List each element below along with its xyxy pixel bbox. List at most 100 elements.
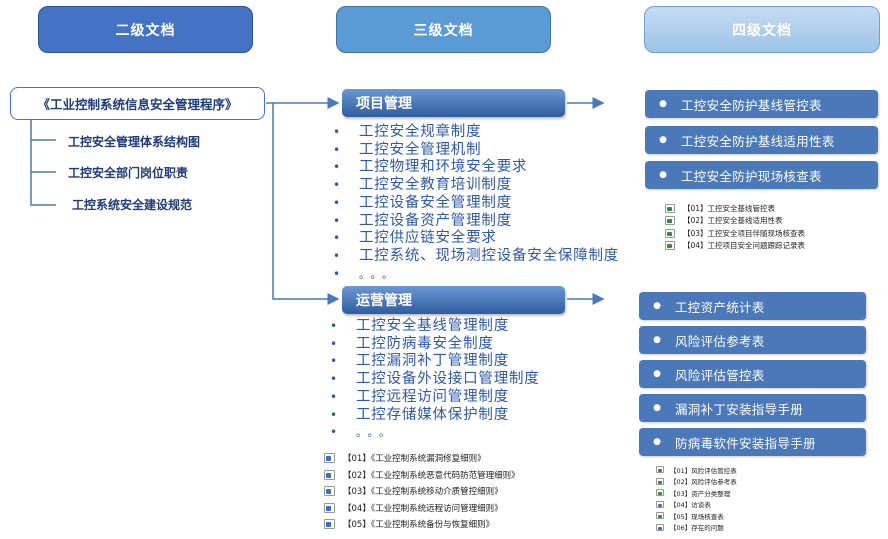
word-doc-icon [656, 500, 664, 508]
bullet-icon: ● [659, 135, 667, 145]
procedure-box[interactable]: 《工业控制系统信息安全管理程序》 [10, 87, 265, 120]
file-item[interactable]: 【04】工控项目安全问题跟踪记录表 [665, 240, 805, 253]
file-label: 【01】工控安全基线管控表 [683, 203, 776, 213]
list-item: 工控存储媒体保护制度 [330, 407, 540, 425]
project-management-list: 工控安全规章制度 工控安全管理机制 工控物理和环境安全要求 工控安全教育培训制度… [333, 124, 619, 283]
excel-sheet-icon [656, 477, 664, 485]
list-item: 工控安全管理机制 [333, 142, 619, 160]
level4-project-box[interactable]: ● 工控安全防护基线管控表 [645, 90, 878, 118]
box-label: 工控安全防护现场核查表 [681, 168, 822, 184]
bullet-icon: ● [659, 170, 667, 180]
list-item-ellipsis: 。。。 [333, 266, 619, 284]
list-item: 工控安全基线管理制度 [330, 318, 540, 336]
file-item[interactable]: 【04】访谈表 [656, 499, 737, 511]
file-label: 【04】《工业控制系统远程访问管理细则》 [343, 503, 503, 514]
level4-operations-box[interactable]: ● 风险评估参考表 [639, 326, 866, 354]
box-label: 工控安全防护基线适用性表 [681, 133, 835, 149]
bullet-icon: ● [653, 369, 661, 379]
box-label: 风险评估参考表 [675, 333, 765, 349]
level4-project-box[interactable]: ● 工控安全防护现场核查表 [645, 161, 878, 189]
level4-operations-box[interactable]: ●漏洞补丁安装指导手册 [639, 394, 866, 422]
level4-operations-box[interactable]: ● 工控资产统计表 [639, 292, 866, 320]
word-doc-icon [324, 469, 335, 480]
file-label: 【05】现场核查表 [670, 512, 724, 521]
box-label: 防病毒软件安装指导手册 [675, 435, 816, 451]
file-label: 【01】风险评估管控表 [670, 466, 737, 475]
box-label: 工控资产统计表 [675, 299, 765, 315]
file-item[interactable]: 【01】风险评估管控表 [656, 464, 737, 476]
file-item[interactable]: 【03】资产分类整理 [656, 487, 737, 499]
list-item: 工控设备外设接口管理制度 [330, 371, 540, 389]
file-item[interactable]: 【06】存在的问题 [656, 522, 737, 534]
file-item[interactable]: 【03】工控安全项目伴随现场核查表 [665, 227, 805, 240]
list-item: 工控漏洞补丁管理制度 [330, 353, 540, 371]
bullet-icon: ● [653, 437, 661, 447]
list-item: 工控物理和环境安全要求 [333, 159, 619, 177]
level4-project-box[interactable]: ● 工控安全防护基线适用性表 [645, 126, 878, 154]
file-label: 【01】《工业控制系统漏洞修复细则》 [343, 454, 486, 465]
file-label: 【03】工控安全项目伴随现场核查表 [683, 228, 806, 238]
list-item: 工控安全教育培训制度 [333, 177, 619, 195]
word-doc-icon [324, 519, 335, 530]
file-label: 【03】资产分类整理 [670, 489, 731, 498]
file-item[interactable]: 【02】风险评估参考表 [656, 476, 737, 488]
bullet-icon: ● [653, 301, 661, 311]
file-label: 【03】《工业控制系统移动介质管控细则》 [343, 487, 503, 498]
level2-sub-item[interactable]: 工控安全部门岗位职责 [68, 166, 189, 180]
level3-file-list: 【01】《工业控制系统漏洞修复细则》 【02】《工业控制系统恶意代码防范管理细则… [324, 450, 520, 533]
word-doc-icon [656, 523, 664, 531]
bullet-icon: ● [653, 335, 661, 345]
box-label: 工控安全防护基线管控表 [681, 97, 822, 113]
file-label: 【04】访谈表 [670, 501, 711, 510]
operations-management-header[interactable]: 运营管理 [342, 286, 565, 314]
file-item[interactable]: 【05】《工业控制系统备份与恢复细则》 [324, 516, 520, 533]
tree-line [30, 120, 56, 206]
level4-operations-box[interactable]: ● 防病毒软件安装指导手册 [639, 428, 866, 456]
operations-management-list: 工控安全基线管理制度 工控防病毒安全制度 工控漏洞补丁管理制度 工控设备外设接口… [330, 318, 540, 442]
file-item[interactable]: 【01】《工业控制系统漏洞修复细则》 [324, 450, 520, 467]
project-management-title: 项目管理 [356, 96, 412, 112]
file-item[interactable]: 【03】《工业控制系统移动介质管控细则》 [324, 483, 520, 500]
box-label: 漏洞补丁安装指导手册 [675, 401, 804, 417]
word-doc-icon [324, 453, 335, 464]
list-item: 工控设备安全管理制度 [333, 195, 619, 213]
operations-management-title: 运营管理 [356, 293, 412, 309]
word-doc-icon [324, 486, 335, 497]
list-item: 工控安全规章制度 [333, 124, 619, 142]
arrow-to-operations [272, 103, 340, 305]
excel-sheet-icon [665, 228, 675, 238]
file-label: 【02】《工业控制系统恶意代码防范管理细则》 [343, 470, 520, 481]
level3-header: 三级文档 [336, 6, 551, 53]
level4-operations-file-list: 【01】风险评估管控表 【02】风险评估参考表 【03】资产分类整理 【04】访… [656, 464, 737, 533]
level4-project-file-list: 【01】工控安全基线管控表 【02】工控安全基线适用性表 【03】工控安全项目伴… [665, 202, 805, 252]
level4-operations-box[interactable]: ● 风险评估管控表 [639, 360, 866, 388]
bullet-icon: ● [659, 99, 667, 109]
level2-sub-item[interactable]: 工控系统安全建设规范 [72, 198, 193, 212]
procedure-label: 《工业控制系统信息安全管理程序》 [37, 97, 238, 112]
level2-sub-item[interactable]: 工控安全管理体系结构图 [68, 135, 201, 149]
level4-header-label: 四级文档 [732, 22, 792, 39]
file-item[interactable]: 【01】工控安全基线管控表 [665, 202, 805, 215]
file-item[interactable]: 【05】现场核查表 [656, 510, 737, 522]
list-item: 工控防病毒安全制度 [330, 336, 540, 354]
level4-header: 四级文档 [644, 6, 880, 53]
level2-header-label: 二级文档 [115, 22, 176, 39]
project-management-header[interactable]: 项目管理 [342, 89, 565, 117]
file-label: 【02】工控安全基线适用性表 [683, 216, 783, 226]
excel-sheet-icon [665, 216, 675, 226]
excel-sheet-icon [665, 241, 675, 251]
excel-sheet-icon [656, 512, 664, 520]
file-label: 【02】风险评估参考表 [670, 478, 737, 487]
list-item: 工控系统、现场测控设备安全保障制度 [333, 248, 619, 266]
file-label: 【06】存在的问题 [670, 524, 724, 533]
box-label: 风险评估管控表 [675, 367, 765, 383]
level3-header-label: 三级文档 [413, 22, 474, 39]
file-label: 【04】工控项目安全问题跟踪记录表 [683, 241, 806, 251]
level2-header: 二级文档 [38, 6, 253, 53]
file-item[interactable]: 【04】《工业控制系统远程访问管理细则》 [324, 500, 520, 517]
file-item[interactable]: 【02】《工业控制系统恶意代码防范管理细则》 [324, 467, 520, 484]
file-item[interactable]: 【02】工控安全基线适用性表 [665, 215, 805, 228]
excel-sheet-icon [656, 466, 664, 474]
list-item-ellipsis: 。。。 [330, 424, 540, 442]
